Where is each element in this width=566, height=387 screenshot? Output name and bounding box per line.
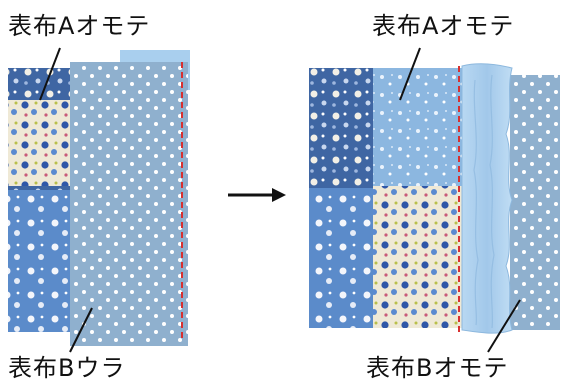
right-navy-floral-patch: [309, 68, 373, 188]
right-ruffle: [461, 63, 513, 334]
left-assembly: [8, 50, 190, 346]
leader-lines: [39, 47, 521, 353]
left-light-floral-patch: [8, 100, 70, 186]
label-fabric-a-front-left: 表布Aオモテ: [8, 12, 151, 40]
label-fabric-b-front: 表布Bオモテ: [366, 354, 509, 382]
right-light-floral-patch: [373, 186, 463, 328]
leader-left-top: [39, 47, 61, 101]
right-assembly: [309, 63, 560, 334]
left-polka-fabric-back: [70, 62, 188, 346]
leader-right-bottom: [487, 299, 521, 353]
right-ruffle-folds: [473, 74, 495, 329]
leader-left-bottom: [69, 307, 93, 353]
right-mid-blue-floral-patch: [309, 188, 373, 328]
right-polka-fabric: [510, 75, 560, 330]
right-arrow-icon: [228, 188, 286, 202]
label-fabric-b-back: 表布Bウラ: [8, 354, 126, 382]
leader-right-top: [399, 47, 421, 101]
left-mid-blue-floral-patch: [8, 190, 70, 332]
right-sky-floral-patch: [373, 68, 463, 186]
label-fabric-a-front-right: 表布Aオモテ: [372, 12, 515, 40]
